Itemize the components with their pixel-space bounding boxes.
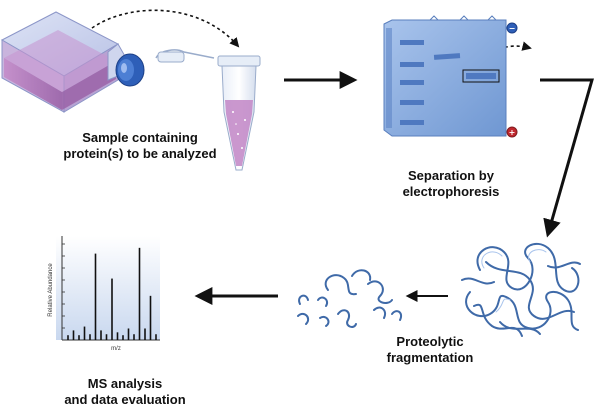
spectrum-x-label: m/z — [111, 346, 121, 352]
cathode-sign: − — [509, 24, 516, 33]
caption-sample-line2: protein(s) to be analyzed — [63, 146, 217, 161]
folded-protein — [461, 242, 581, 337]
spectrum-y-label: Relative Abundance — [48, 263, 54, 317]
flask-cap — [115, 53, 145, 87]
caption-fragmentation-line1: Proteolytic — [396, 334, 464, 349]
dotted-transfer-arrow — [91, 9, 240, 48]
caption-ms-line2: and data evaluation — [64, 392, 186, 407]
microcentrifuge-tube — [155, 49, 261, 171]
peptide-fragments — [297, 269, 402, 328]
mass-spectrum: Relative Abundance m/z — [48, 236, 160, 352]
cathode-electrode: − — [506, 22, 518, 34]
caption-separation-line1: Separation by — [408, 168, 494, 183]
caption-sample-line1: Sample containing — [82, 130, 198, 145]
caption-fragmentation: Proteolytic fragmentation — [360, 334, 500, 366]
excised-band-box — [462, 69, 500, 83]
caption-fragmentation-line2: fragmentation — [386, 350, 474, 365]
electrophoresis-gel — [383, 15, 507, 137]
culture-flask — [0, 11, 127, 113]
anode-sign: + — [509, 128, 516, 137]
caption-separation: Separation by electrophoresis — [366, 168, 536, 200]
caption-sample: Sample containing protein(s) to be analy… — [40, 130, 240, 162]
caption-ms-line1: MS analysis — [87, 376, 163, 391]
spectrum-background — [56, 236, 160, 340]
arrow-to-fragmentation — [540, 78, 594, 238]
folded-protein-shade — [481, 249, 547, 313]
caption-separation-line2: electrophoresis — [402, 184, 500, 199]
caption-ms: MS analysis and data evaluation — [40, 376, 210, 408]
anode-electrode: + — [506, 126, 518, 138]
